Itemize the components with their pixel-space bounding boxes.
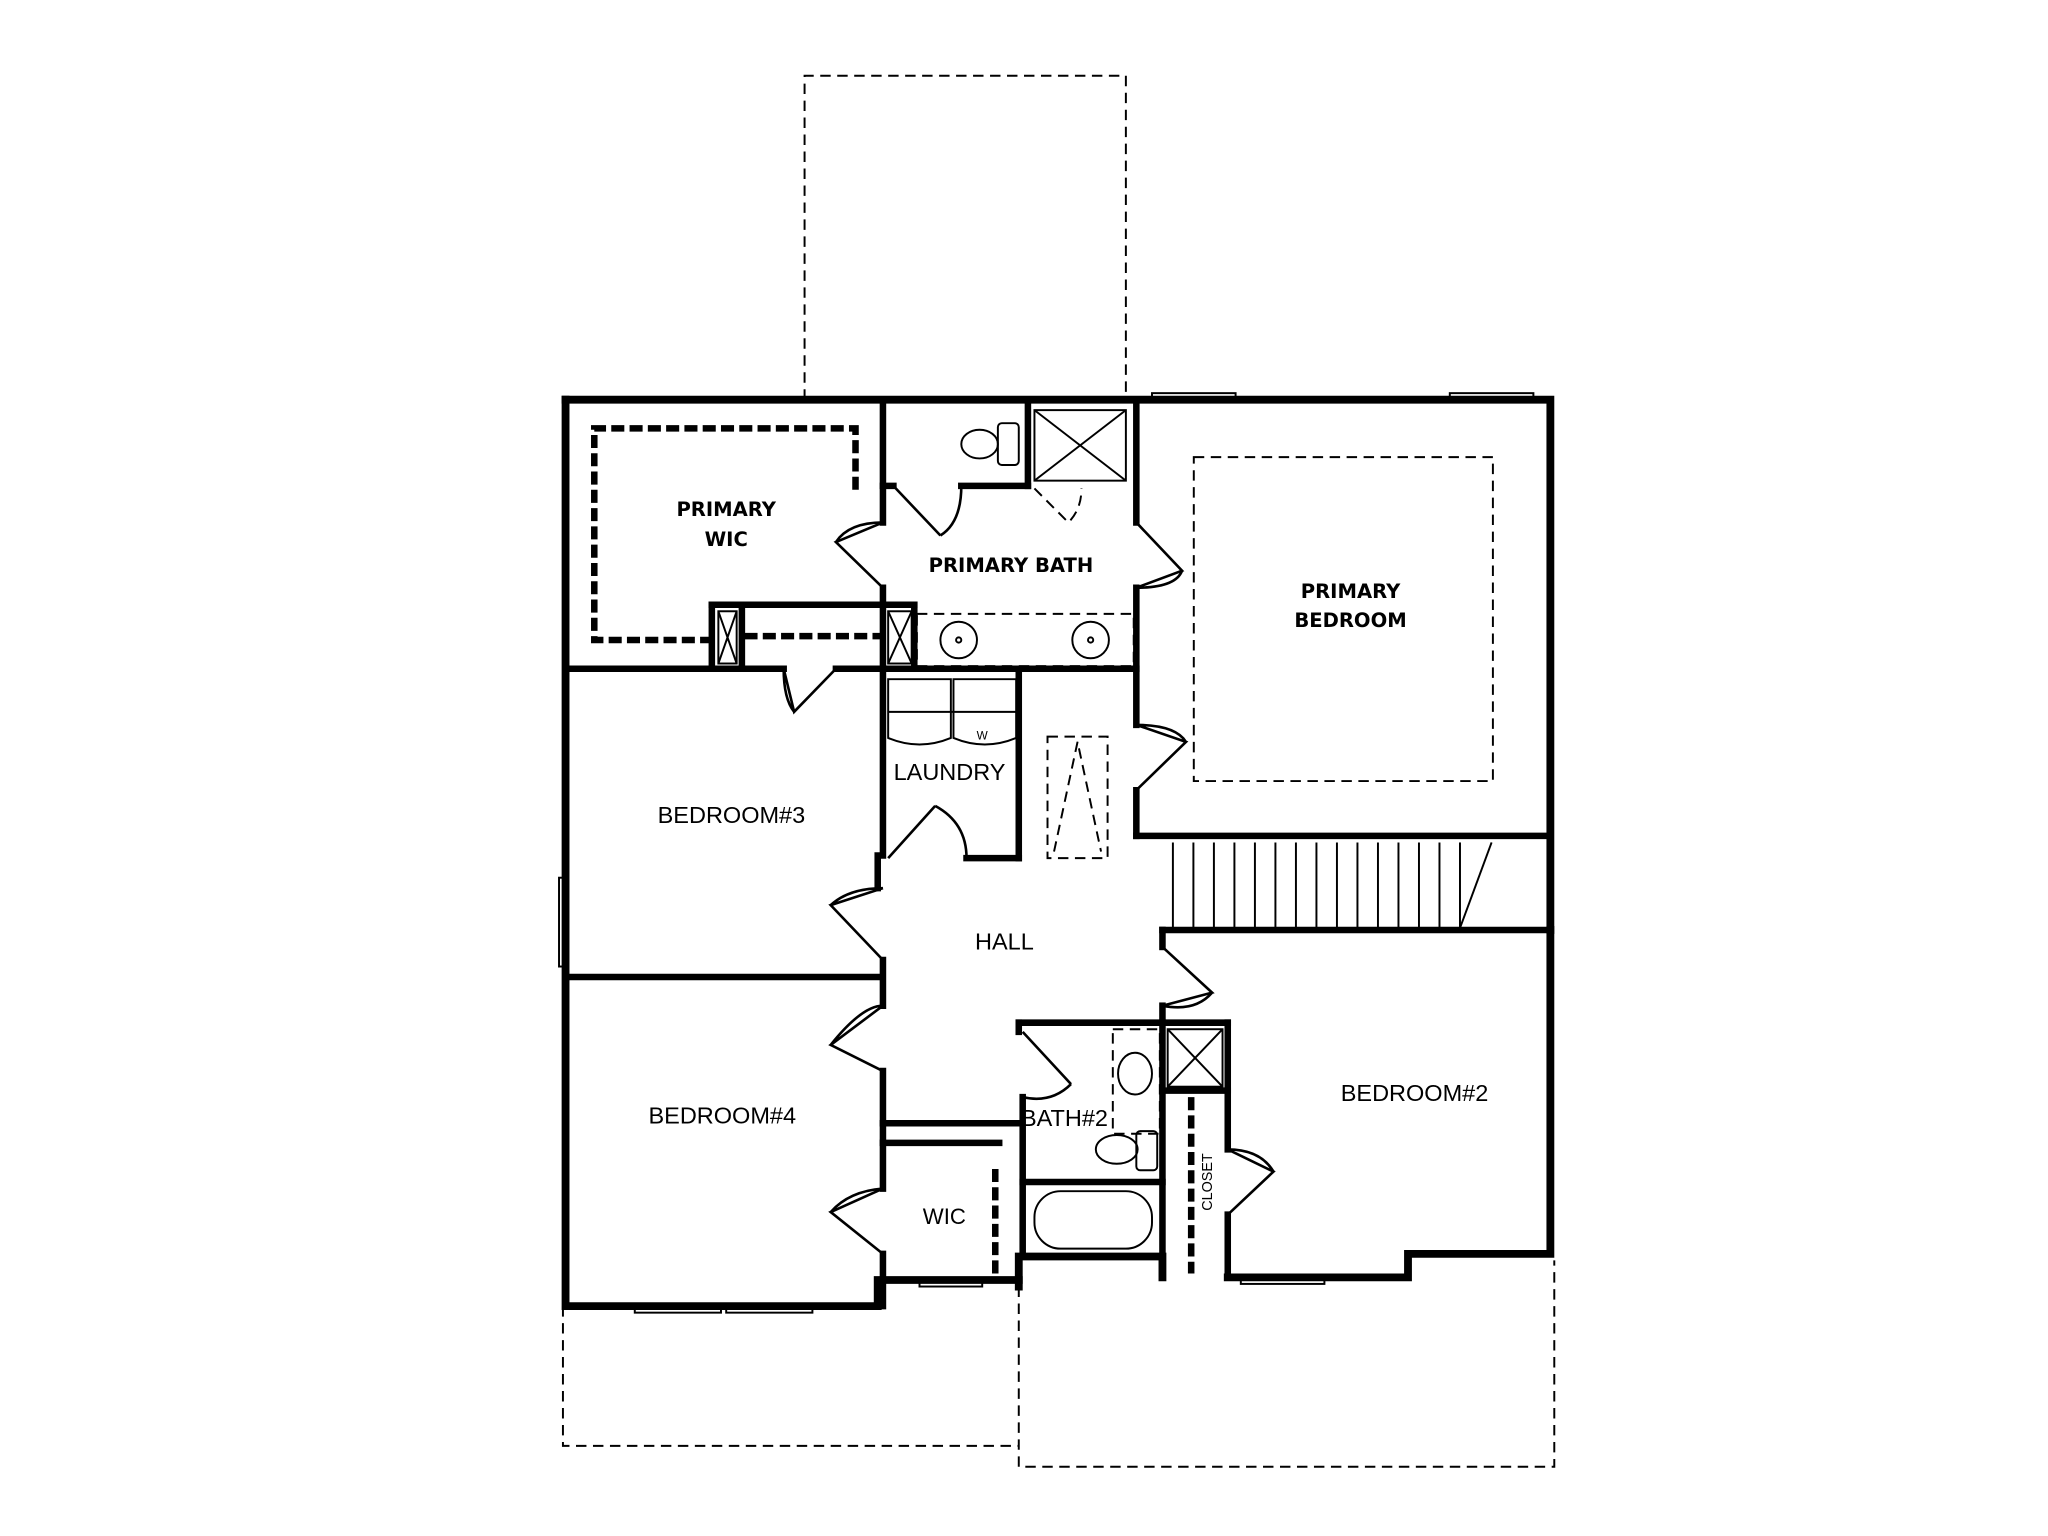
room-labels: PRIMARY WIC PRIMARY BATH PRIMARY BEDROOM… [648,498,1488,1229]
laundry-appliances: W [887,678,1018,746]
label-bedroom4: BEDROOM#4 [648,1102,796,1128]
doors [782,484,1276,1255]
label-primary-wic-2: WIC [705,528,748,551]
interior-walls [562,396,1554,1310]
label-bedroom3: BEDROOM#3 [658,802,806,828]
label-bath2: BATH#2 [1021,1105,1108,1131]
label-primary-bedroom-2: BEDROOM [1294,609,1406,632]
windows [558,392,1535,1314]
label-closet: CLOSET [1200,1153,1216,1211]
label-bedroom2: BEDROOM#2 [1341,1080,1489,1106]
label-wic: WIC [923,1204,966,1229]
bath2-fixtures [1033,1028,1224,1250]
label-primary-bath: PRIMARY BATH [929,554,1094,577]
label-laundry: LAUNDRY [894,759,1006,785]
label-hall: HALL [975,929,1034,955]
label-primary-wic-1: PRIMARY [676,498,776,521]
primary-bath-fixtures [915,409,1135,668]
porch-outlines [561,74,1556,1468]
closet-shelves [591,425,1494,1274]
stairs [1171,842,1493,928]
attic-access [1046,735,1109,860]
linen-cabinets [717,610,913,665]
label-primary-bedroom-1: PRIMARY [1301,580,1401,603]
stair-handrail [1459,842,1493,928]
washer-mark: W [977,729,989,742]
